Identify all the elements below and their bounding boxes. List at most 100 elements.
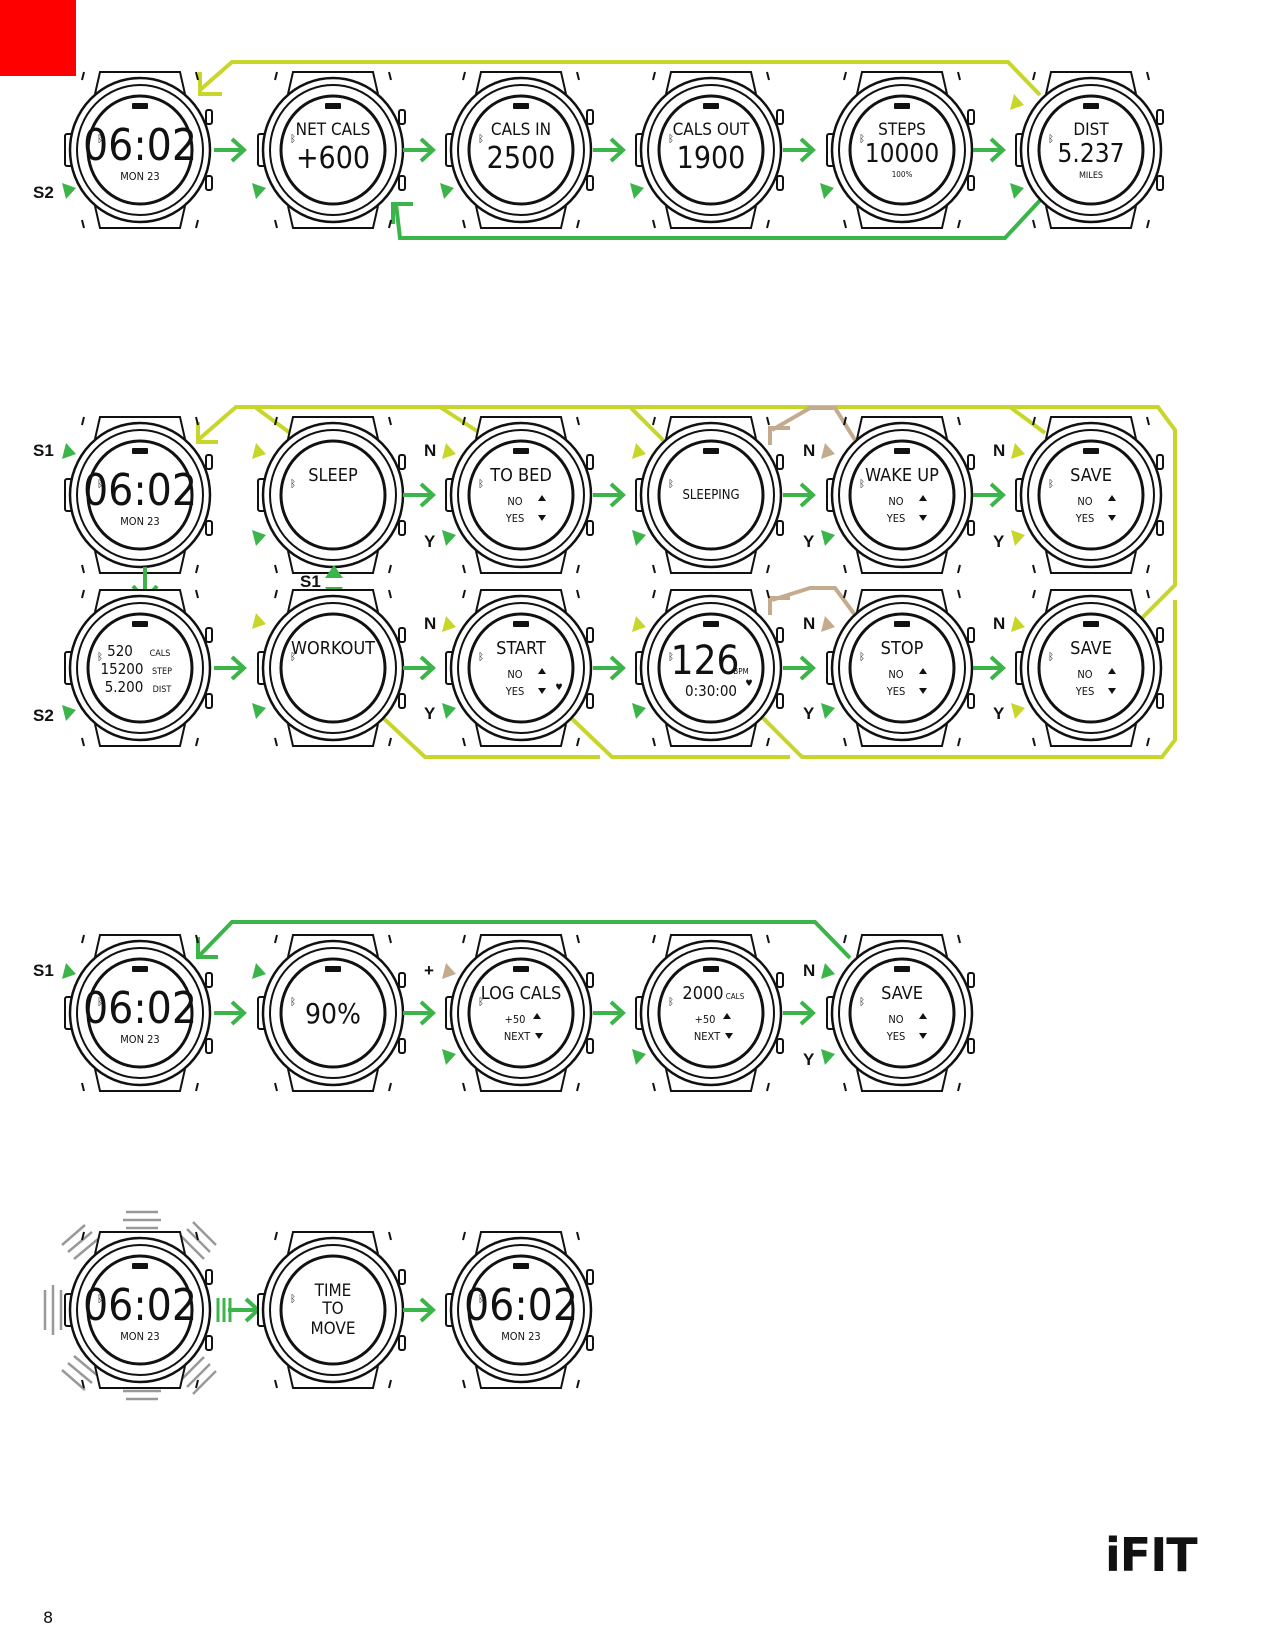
watch-stop: STOP NO YES — [825, 588, 976, 748]
watch-sleep: SLEEP — [256, 415, 407, 575]
row1-green-return-path — [394, 193, 1047, 240]
option-yes: YES — [1075, 685, 1095, 698]
option-no: NO — [507, 668, 522, 681]
red-corner-tab — [0, 0, 76, 76]
summary-cals-value: 520 — [107, 642, 133, 660]
workout-timer: 0:30:00 — [685, 682, 737, 700]
y-label: Y — [424, 704, 436, 723]
screen-value: 1900 — [677, 141, 746, 176]
watch-time-to-move: TIME TO MOVE — [256, 1230, 407, 1390]
watch-steps: STEPS 10000 100% — [825, 70, 976, 230]
row1-activity-screens: 06:02 MON 23 S2 NET CALS +600 CALS IN 25… — [33, 60, 1165, 240]
ifit-logo: iFIT — [1105, 1528, 1198, 1582]
n-label: N — [424, 614, 436, 633]
vibration-icon — [43, 1210, 217, 1401]
next-label: NEXT — [694, 1030, 721, 1043]
option-no: NO — [507, 495, 522, 508]
page-number: 8 — [43, 1608, 54, 1627]
screen-title: SAVE — [1070, 465, 1112, 486]
y-label: Y — [803, 704, 815, 723]
watch-distance: DIST 5.237 MILES — [1014, 70, 1165, 230]
watch-save-sleep: SAVE NO YES — [1014, 415, 1165, 575]
watch-time-vibrating: 06:02 MON 23 — [63, 1230, 214, 1390]
row3-workout-screens: 520 CALS 15200 STEP 5.200 DIST S2 WORKOU… — [33, 588, 1165, 748]
y-label: Y — [993, 532, 1005, 551]
heart-rate-unit: BPM — [733, 667, 749, 676]
watch-time-value: 06:02 — [83, 983, 197, 1034]
option-no: NO — [888, 495, 903, 508]
summary-cals-unit: CALS — [150, 649, 171, 659]
step-value: +50 — [695, 1013, 716, 1026]
screen-title: SAVE — [1070, 638, 1112, 659]
summary-step-value: 15200 — [101, 660, 144, 678]
watch-date: MON 23 — [120, 1330, 159, 1343]
summary-step-unit: STEP — [152, 667, 172, 677]
watch-date: MON 23 — [501, 1330, 540, 1343]
heart-icon: ♥ — [745, 679, 752, 689]
watch-time-value: 06:02 — [83, 1280, 197, 1331]
screen-title: WAKE UP — [865, 465, 939, 486]
option-yes: YES — [1075, 512, 1095, 525]
watch-date: MON 23 — [120, 515, 159, 528]
watch-time-value: 06:02 — [83, 120, 197, 171]
goal-percent: 90% — [305, 997, 361, 1030]
screen-title: SLEEPING — [682, 488, 739, 503]
n-label: N — [803, 614, 815, 633]
cals-value: 2000 — [682, 983, 723, 1004]
n-label: N — [993, 614, 1005, 633]
screen-sub: MILES — [1079, 171, 1103, 181]
option-no: NO — [1077, 668, 1092, 681]
n-label: N — [993, 441, 1005, 460]
heart-rate-value: 126 — [671, 638, 740, 684]
s2-label: S2 — [33, 706, 54, 725]
s1-label: S1 — [33, 961, 54, 980]
watch-time-2: 06:02 MON 23 — [63, 415, 214, 575]
screen-line-2: TO — [321, 1299, 343, 1319]
row4-log-cals-screens: 06:02 MON 23 S1 90% LOG CALS +50 NEXT + … — [33, 920, 976, 1093]
watch-summary: 520 CALS 15200 STEP 5.200 DIST — [63, 588, 214, 748]
screen-sub: 100% — [892, 170, 913, 179]
watch-to-bed: TO BED NO YES — [444, 415, 595, 575]
screen-value: +600 — [296, 141, 370, 176]
screen-value: 10000 — [865, 139, 939, 169]
watch-cals-entry: 2000 CALS +50 NEXT — [634, 933, 785, 1093]
option-no: NO — [1077, 495, 1092, 508]
watch-workout: WORKOUT — [256, 588, 407, 748]
watch-date: MON 23 — [120, 170, 159, 183]
n-label: N — [803, 961, 815, 980]
watch-date: MON 23 — [120, 1033, 159, 1046]
screen-line-1: TIME — [314, 1281, 352, 1301]
screen-title: STEPS — [878, 120, 926, 140]
s1-label: S1 — [33, 441, 54, 460]
summary-dist-unit: DIST — [153, 685, 172, 695]
watch-net-cals: NET CALS +600 — [256, 70, 407, 230]
watch-log-cals: LOG CALS +50 NEXT — [444, 933, 595, 1093]
watch-time-value: 06:02 — [464, 1280, 578, 1331]
watch-time-4: 06:02 MON 23 — [444, 1230, 595, 1390]
row2-sleep-screens: 06:02 MON 23 S1 SLEEP S1 TO BED NO YES N… — [33, 415, 1165, 604]
screen-value: 5.237 — [1058, 139, 1125, 169]
screen-title: DIST — [1073, 120, 1109, 140]
screen-title: STOP — [881, 638, 924, 659]
watch-time-1: 06:02 MON 23 — [63, 70, 214, 230]
watch-cals-in: CALS IN 2500 — [444, 70, 595, 230]
watch-cals-out: CALS OUT 1900 — [634, 70, 785, 230]
option-yes: YES — [886, 512, 906, 525]
s2-label: S2 — [33, 183, 54, 202]
screen-value: 2500 — [487, 141, 556, 176]
row5-move-reminder: 06:02 MON 23 TIME TO MOVE 06:02 MON 23 — [43, 1210, 595, 1401]
screen-title: CALS OUT — [673, 120, 750, 140]
plus-label: + — [424, 961, 434, 980]
screen-title: SLEEP — [308, 465, 358, 486]
watch-save-cals: SAVE NO YES — [825, 933, 976, 1093]
option-no: NO — [888, 1013, 903, 1026]
option-yes: YES — [886, 685, 906, 698]
watch-percent: 90% — [256, 933, 407, 1093]
screen-title: LOG CALS — [481, 983, 562, 1004]
option-yes: YES — [505, 685, 525, 698]
summary-dist-value: 5.200 — [105, 678, 144, 696]
y-label: Y — [993, 704, 1005, 723]
cals-unit: CALS — [726, 992, 745, 1001]
next-label: NEXT — [504, 1030, 531, 1043]
